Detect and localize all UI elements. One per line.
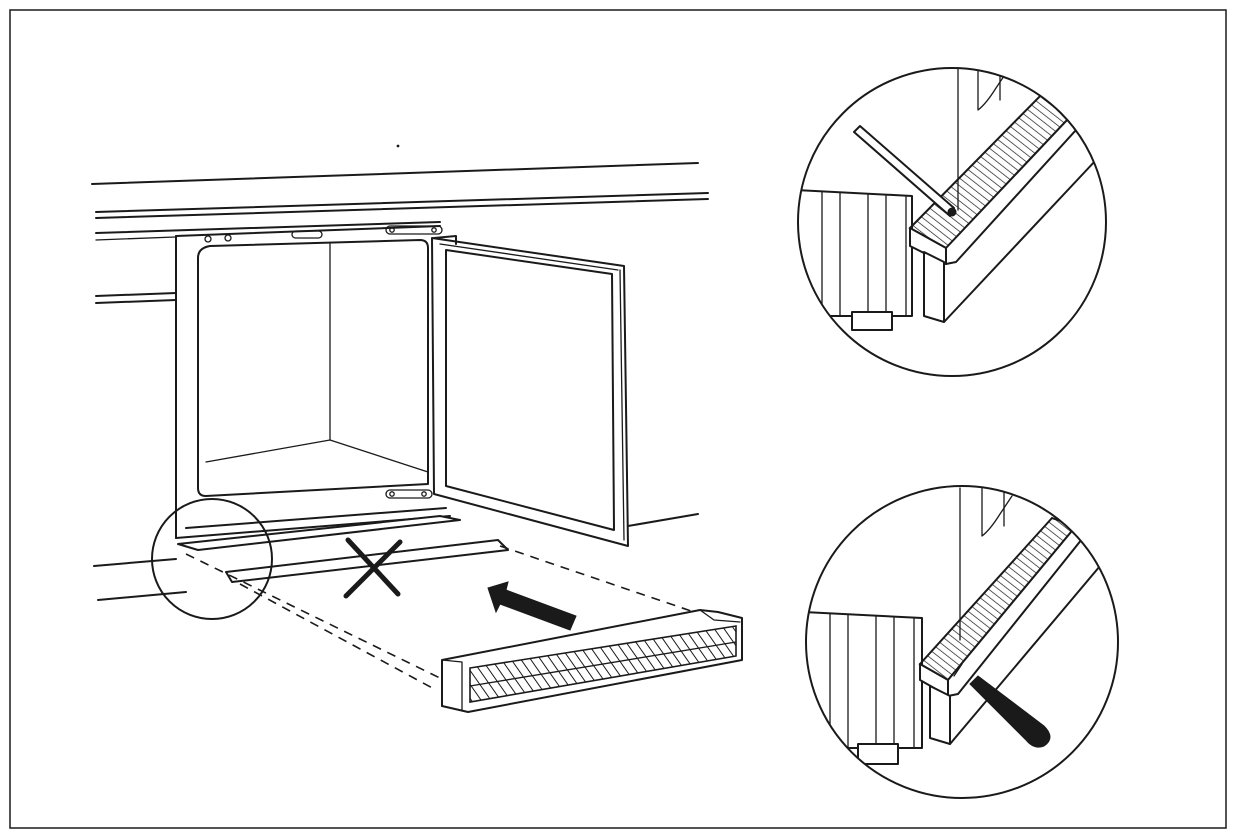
insert-direction-arrow bbox=[487, 581, 577, 631]
detail-view-bottom bbox=[805, 485, 1119, 799]
open-door bbox=[431, 235, 629, 547]
floor-plinth-strips bbox=[177, 515, 509, 583]
main-view bbox=[91, 162, 743, 713]
detail-view-top bbox=[797, 67, 1107, 377]
appliance-body bbox=[175, 225, 451, 539]
wrong-position-cross bbox=[343, 537, 403, 599]
ventilation-grille-plinth bbox=[441, 609, 743, 713]
adjacent-cabinet bbox=[93, 292, 699, 601]
guide-lines bbox=[185, 545, 701, 691]
figure-frame bbox=[9, 9, 1227, 829]
worktop bbox=[91, 162, 709, 241]
stray-mark bbox=[396, 144, 400, 148]
detail-magnifier-circle bbox=[151, 498, 273, 620]
